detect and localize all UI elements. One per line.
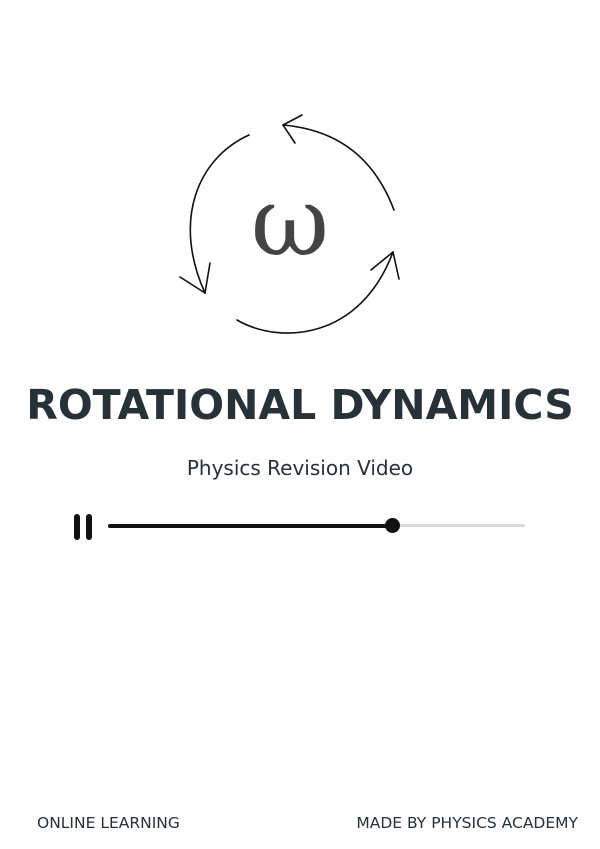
page-title: ROTATIONAL DYNAMICS: [26, 381, 574, 429]
pause-icon: [86, 514, 92, 540]
omega-symbol: ω: [250, 166, 330, 278]
video-player: [72, 512, 532, 542]
page-subtitle: Physics Revision Video: [186, 456, 414, 480]
rotation-arrows-icon: [179, 114, 400, 334]
footer-left-label: ONLINE LEARNING: [37, 814, 180, 832]
pause-icon: [74, 514, 80, 540]
footer-right-label: MADE BY PHYSICS ACADEMY: [356, 814, 578, 832]
progress-knob[interactable]: [384, 518, 400, 533]
pause-button[interactable]: [72, 512, 94, 540]
logo: ω: [170, 110, 410, 350]
progress-fill: [108, 523, 392, 528]
progress-slider[interactable]: [108, 518, 525, 533]
